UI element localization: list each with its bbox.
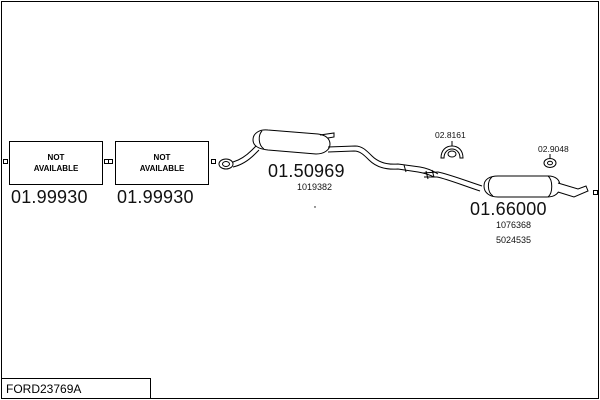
rear-inlet-ring (425, 170, 429, 180)
part-4-number[interactable]: 01.66000 (470, 199, 547, 219)
part-3-number[interactable]: 01.50969 (268, 161, 345, 181)
silencer-end-seam (258, 130, 265, 150)
silencer-hanger (319, 132, 335, 139)
part-2-na-line2: AVAILABLE (139, 164, 185, 173)
part-4-oem-1: 1076368 (496, 220, 532, 230)
clamp-2-hole (547, 160, 553, 166)
clamp-2-number[interactable]: 02.9048 (538, 144, 569, 154)
clamp-1-arc (440, 145, 464, 159)
part-2-number[interactable]: 01.99930 (117, 187, 194, 207)
rear-silencer-body (483, 175, 561, 198)
part-1-number[interactable]: 01.99930 (11, 187, 88, 207)
connector-left-1 (3, 159, 8, 164)
part-3-oem: 1019382 (297, 182, 333, 192)
part-4-oem-2: 5024535 (496, 235, 532, 245)
drawing-dot (314, 206, 316, 208)
rear-inlet-upper (422, 171, 483, 187)
clamp-1-hole (447, 150, 457, 158)
tailpipe (557, 182, 589, 198)
pipe-end (431, 169, 435, 178)
part-2-na-line1: NOT (153, 153, 171, 162)
inlet-flange-hole (222, 161, 230, 167)
outlet-pipe-lower (327, 150, 435, 178)
inlet-pipe-lower (232, 149, 260, 168)
part-1-not-available-box[interactable]: NOT AVAILABLE (9, 141, 103, 185)
clamp-2-drawing[interactable] (543, 154, 557, 168)
diagram-code: FORD23769A (6, 382, 82, 396)
rear-silencer-seam-left (487, 176, 494, 197)
connector-right (593, 190, 598, 195)
middle-silencer-body (252, 129, 331, 155)
rear-inlet-lower (424, 176, 481, 192)
clamp-1-number[interactable]: 02.8161 (435, 130, 466, 140)
part-1-na-line1: NOT (47, 153, 65, 162)
inlet-pipe-upper (232, 145, 257, 163)
middle-silencer-assembly[interactable] (218, 129, 439, 178)
outlet-pipe-upper (327, 145, 439, 175)
part-1-na-line2: AVAILABLE (33, 164, 79, 173)
connector-left-3 (108, 159, 113, 164)
rear-silencer-seam-right (547, 175, 553, 198)
clamp-1-drawing[interactable] (440, 141, 464, 159)
part-2-not-available-box[interactable]: NOT AVAILABLE (115, 141, 209, 185)
pipe-joint (403, 164, 407, 173)
connector-left-4 (211, 159, 216, 164)
diagram-code-box: FORD23769A (1, 378, 151, 399)
rear-silencer-assembly[interactable] (422, 170, 589, 198)
